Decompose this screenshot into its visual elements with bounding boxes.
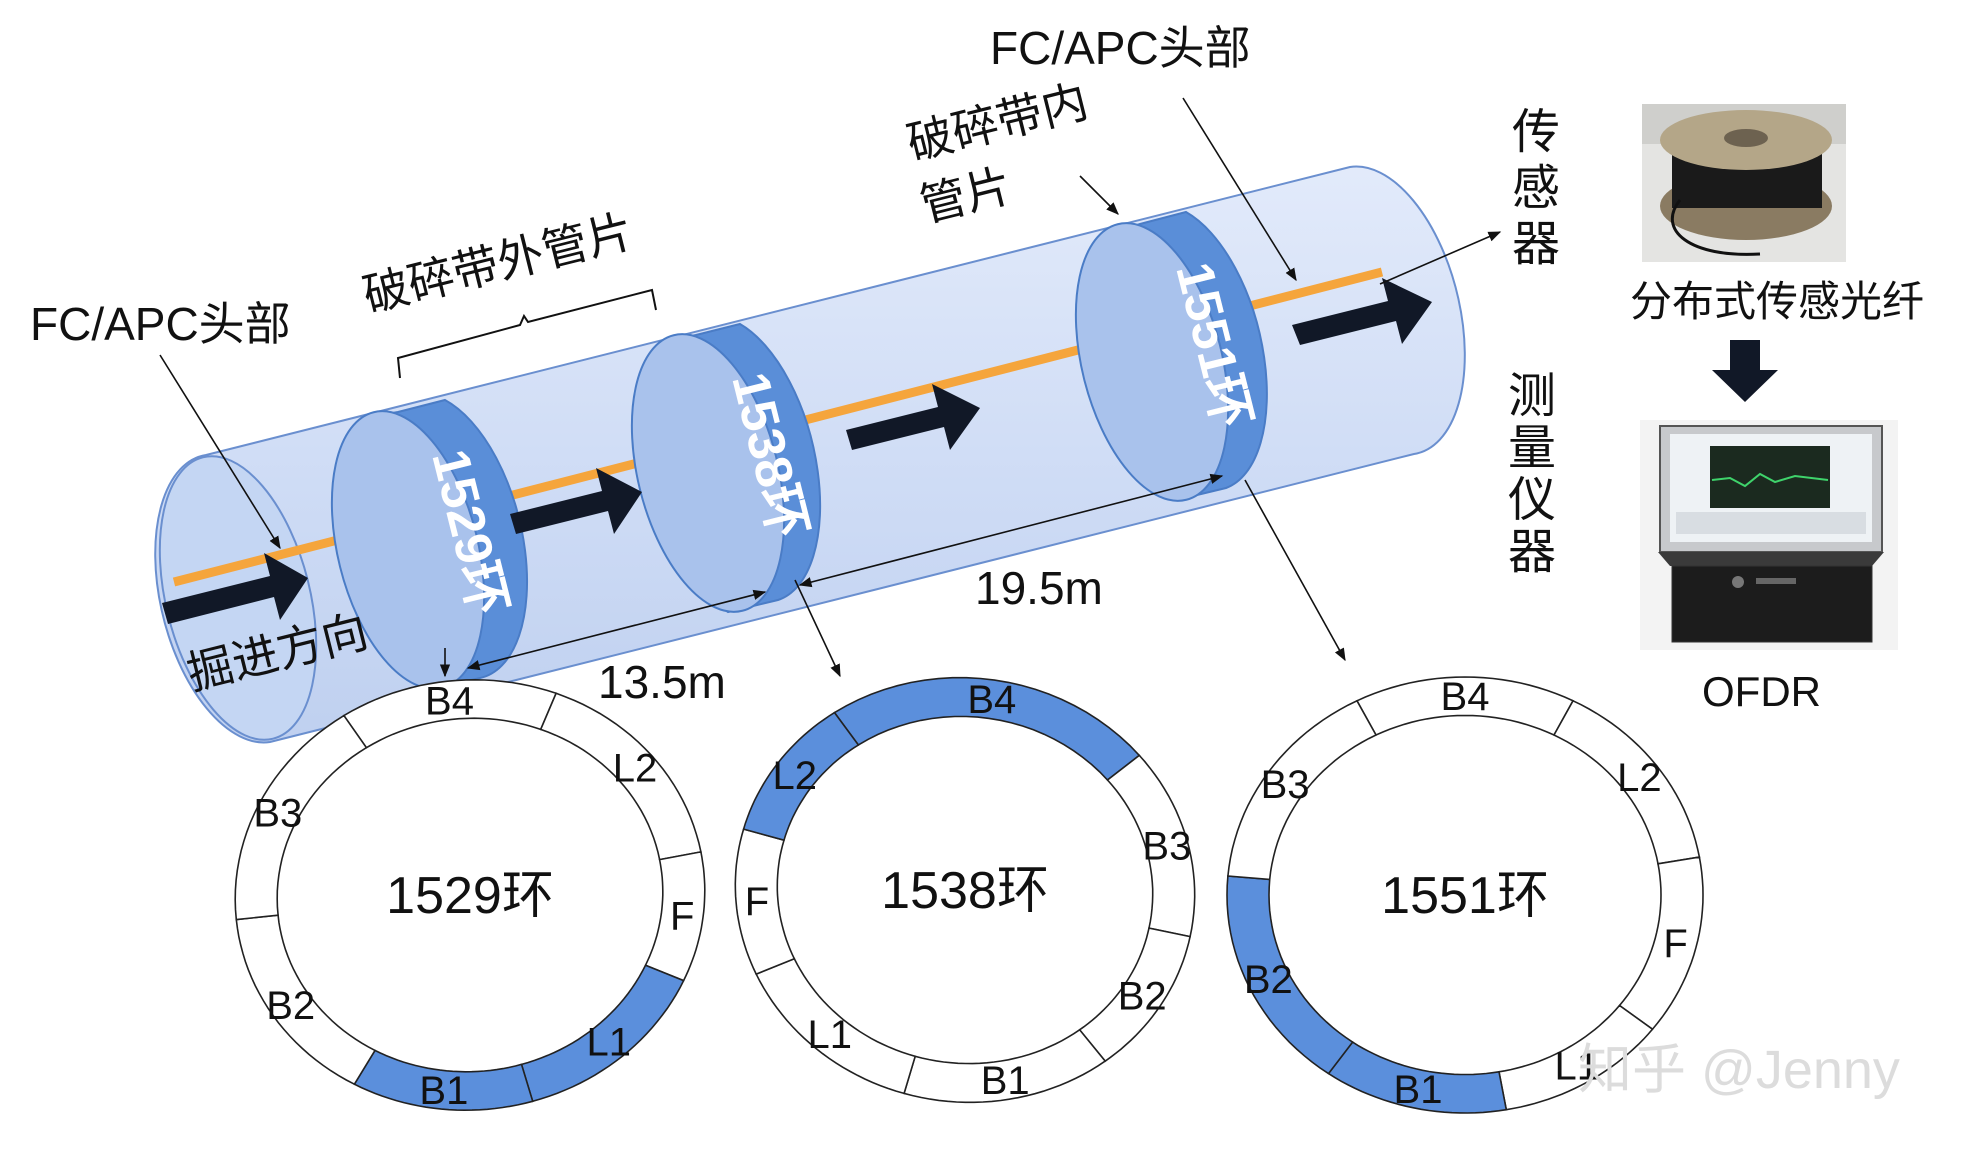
sensor-label: 传感器: [1512, 106, 1560, 271]
segment-label: L2: [613, 747, 658, 791]
ring-section-title: 1538环: [881, 862, 1049, 920]
segment-label: B4: [1441, 675, 1490, 719]
sensorLabel-char: 器: [1512, 218, 1560, 271]
block-arrow-2: [510, 468, 642, 534]
segment-label: B1: [419, 1069, 468, 1113]
advance-arrows: [162, 278, 1432, 624]
block-arrow-4: [1292, 278, 1432, 345]
distance-a-label: 13.5m: [598, 656, 726, 708]
ring-section-title: 1551环: [1381, 867, 1549, 925]
ring-sections: B4L2FL1B1B2B31529环B4B3B2B1L1FL21538环B4L2…: [234, 675, 1704, 1114]
instrumentLabel-char: 器: [1508, 526, 1556, 579]
block-arrow-1: [162, 553, 308, 624]
segment-label: L1: [587, 1021, 632, 1065]
sensorLabel-char: 传: [1512, 106, 1560, 159]
segment-label: B3: [253, 791, 302, 835]
head-left-label: FC/APC头部: [30, 298, 291, 350]
instrumentLabel-char: 测: [1508, 370, 1556, 423]
fiber-spool-photo: [1642, 104, 1846, 262]
outside-zone-brace: [396, 288, 657, 379]
block-arrow-3: [846, 384, 980, 450]
instrumentLabel-char: 量: [1508, 422, 1556, 475]
segment-b3: [1227, 699, 1378, 881]
segment-label: B2: [1118, 975, 1167, 1019]
watermark: 知乎 @Jenny: [1578, 1040, 1900, 1100]
segment-label: F: [745, 880, 769, 924]
segment-l2: [742, 711, 860, 842]
segment-label: B3: [1261, 763, 1310, 807]
segment-label: B4: [967, 678, 1016, 722]
instrumentLabel-char: 仪: [1508, 474, 1556, 527]
distance-b-label: 19.5m: [975, 562, 1103, 614]
ofdr-caption: OFDR: [1702, 668, 1821, 715]
segment-label: L1: [808, 1013, 853, 1057]
ofdr-instrument-photo: [1640, 420, 1898, 650]
segment-label: L2: [773, 754, 818, 798]
ring-section-title: 1529环: [386, 867, 554, 925]
segment-label: B1: [1394, 1068, 1443, 1112]
segment-label: L1: [1555, 1044, 1600, 1088]
tunnel: 1529环 1538环 1551环: [30, 22, 1502, 744]
segment-label: B4: [425, 679, 474, 723]
sensorLabel-char: 感: [1512, 162, 1560, 215]
pointer-lines: [159, 97, 1502, 678]
inside-zone-label-line2: 管片: [915, 159, 1017, 232]
segment-label: F: [670, 894, 694, 938]
segment-label: B2: [1244, 958, 1293, 1002]
fiber-caption: 分布式传感光纤: [1630, 278, 1924, 325]
segment-b3: [234, 714, 368, 921]
segment-label: B3: [1142, 825, 1191, 869]
head-right-label: FC/APC头部: [990, 22, 1251, 74]
segment-label: B2: [266, 984, 315, 1028]
segment-label: F: [1663, 922, 1687, 966]
dimension-lines: [466, 473, 1224, 671]
segment-f: [1618, 856, 1704, 1031]
segment-label: B1: [981, 1059, 1030, 1103]
inside-zone-label-line1: 破碎带内: [902, 75, 1093, 170]
down-block-arrow: [1712, 340, 1778, 402]
ring-1551: 1551环: [1074, 210, 1268, 502]
segment-label: L2: [1617, 756, 1662, 800]
